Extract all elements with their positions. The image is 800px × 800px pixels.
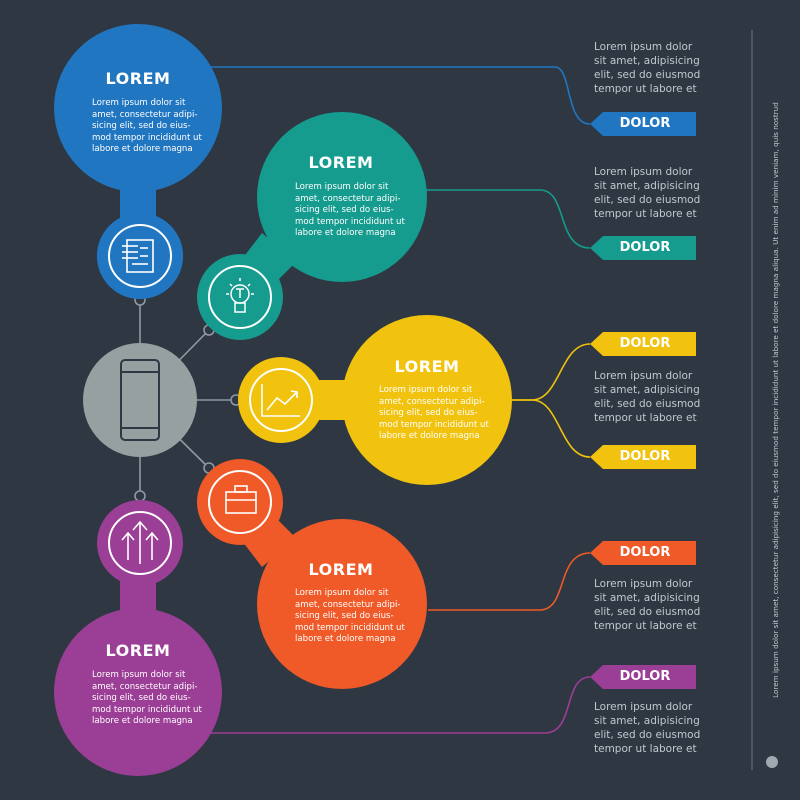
blue-tag: DOLOR [619, 116, 671, 131]
yellow-tag-bottom: DOLOR [619, 449, 671, 464]
yellow-title: LOREM [394, 357, 460, 376]
yellow-body: Lorem ipsum dolor sit amet, consectetur … [379, 385, 489, 441]
teal-side-text: Lorem ipsum dolor sit amet, adipisicing … [594, 166, 701, 220]
orange-tag: DOLOR [619, 545, 671, 560]
yellow-tag-top: DOLOR [619, 336, 671, 351]
orange-side-text: Lorem ipsum dolor sit amet, adipisicing … [594, 578, 701, 632]
arrows-up-icon [121, 520, 159, 564]
purple-tag: DOLOR [619, 669, 671, 684]
yellow-leader-line-top [512, 343, 591, 401]
smartphone-icon [120, 359, 160, 441]
orange-leader-line [428, 552, 591, 611]
blue-leader-line [210, 66, 591, 125]
trend-chart-icon [261, 384, 300, 417]
blue-body: Lorem ipsum dolor sit amet, consectetur … [92, 98, 202, 154]
orange-body: Lorem ipsum dolor sit amet, consectetur … [295, 588, 405, 644]
purple-title: LOREM [105, 641, 171, 660]
vertical-caption: Lorem ipsum dolor sit amet, consectetur … [771, 102, 780, 698]
teal-title: LOREM [308, 153, 374, 172]
icon-rings [108, 224, 313, 575]
document-icon [122, 239, 154, 273]
lightbulb-icon [226, 278, 254, 313]
connector-dots [134, 294, 242, 502]
purple-leader-line [210, 676, 591, 734]
blue-title: LOREM [105, 69, 171, 88]
briefcase-icon [225, 485, 257, 514]
hub-circle [83, 343, 197, 457]
dolor-tags [590, 112, 696, 689]
teal-tag: DOLOR [619, 240, 671, 255]
scroll-dot [766, 756, 778, 768]
purple-side-text: Lorem ipsum dolor sit amet, adipisicing … [594, 701, 701, 755]
purple-node [54, 500, 222, 776]
yellow-leader-line-bottom [512, 399, 591, 458]
purple-body: Lorem ipsum dolor sit amet, consectetur … [92, 670, 202, 726]
orange-title: LOREM [308, 560, 374, 579]
yellow-side-text: Lorem ipsum dolor sit amet, adipisicing … [594, 370, 701, 424]
teal-body: Lorem ipsum dolor sit amet, consectetur … [295, 182, 405, 238]
teal-leader-line [425, 189, 591, 249]
blue-side-text: Lorem ipsum dolor sit amet, adipisicing … [594, 41, 701, 95]
